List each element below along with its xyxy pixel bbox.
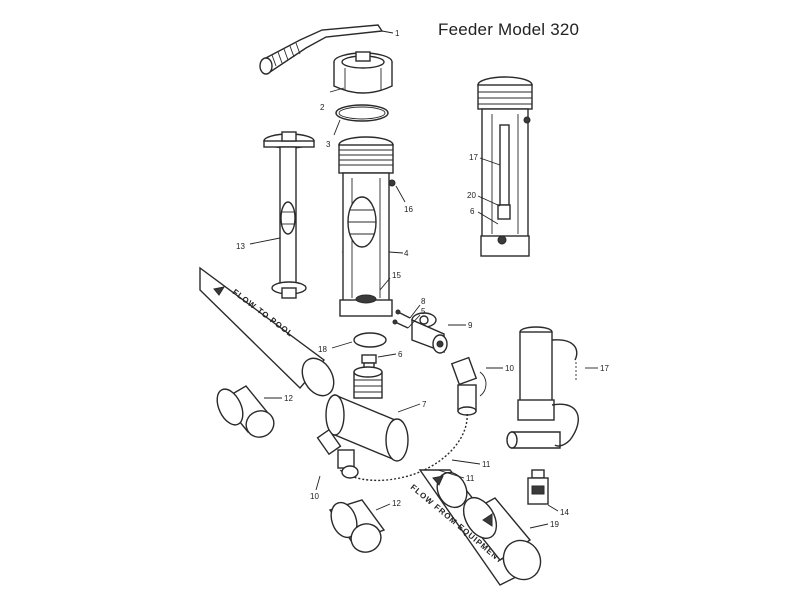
callout-11-lower: 11 (466, 474, 475, 483)
callout-12-lower: 12 (392, 499, 401, 508)
part-12-adapter-lower (328, 499, 386, 553)
pipe-flow-to-pool: FLOW TO POOL (199, 266, 335, 397)
callout-17-lower: 17 (600, 364, 609, 373)
callout-17-upper: 17 (469, 153, 478, 162)
callout-12-upper: 12 (284, 394, 293, 403)
callout-10-upper: 10 (505, 364, 514, 373)
assembled-feeder-side (506, 326, 579, 449)
callout-15: 15 (392, 271, 401, 280)
callout-10-lower: 10 (310, 492, 319, 501)
part-1-tool (259, 24, 384, 75)
callout-13: 13 (236, 242, 245, 251)
callout-18: 18 (318, 345, 327, 354)
part-10-elbow-upper (450, 356, 478, 416)
callout-6-upper: 6 (470, 207, 475, 216)
part-8-screw (395, 309, 411, 319)
assembled-feeder-top (477, 76, 533, 257)
callout-2: 2 (320, 103, 325, 112)
leader-lines (249, 30, 598, 529)
part-12-adapter-upper (216, 385, 275, 438)
callout-14: 14 (560, 508, 569, 517)
callout-3: 3 (326, 140, 331, 149)
callout-8: 8 (421, 297, 426, 306)
callout-20: 20 (467, 191, 476, 200)
callout-1: 1 (395, 29, 400, 38)
part-4-canister (338, 136, 396, 317)
part-9-valve (411, 312, 448, 354)
callout-7: 7 (422, 400, 427, 409)
part-2-cap (333, 51, 393, 94)
part-3-oring (335, 104, 389, 122)
part-18-oring (353, 332, 387, 348)
callout-9: 9 (468, 321, 473, 330)
callout-11-upper: 11 (482, 460, 491, 469)
part-10-elbow-lower (316, 428, 359, 479)
part-14-bottle (527, 469, 549, 505)
diagram-title: Feeder Model 320 (438, 20, 580, 39)
callout-5: 5 (421, 307, 426, 316)
part-7-tee (325, 366, 409, 462)
part-19-union (462, 497, 542, 581)
callout-19: 19 (550, 520, 559, 529)
callout-16: 16 (404, 205, 413, 214)
callout-4: 4 (404, 249, 409, 258)
part-13-tube (263, 131, 315, 299)
callout-numbers: 1 2 3 16 4 13 15 8 5 9 18 6 17 20 6 10 1… (236, 29, 609, 529)
callout-6-lower: 6 (398, 350, 403, 359)
part-5-screw (392, 319, 409, 329)
